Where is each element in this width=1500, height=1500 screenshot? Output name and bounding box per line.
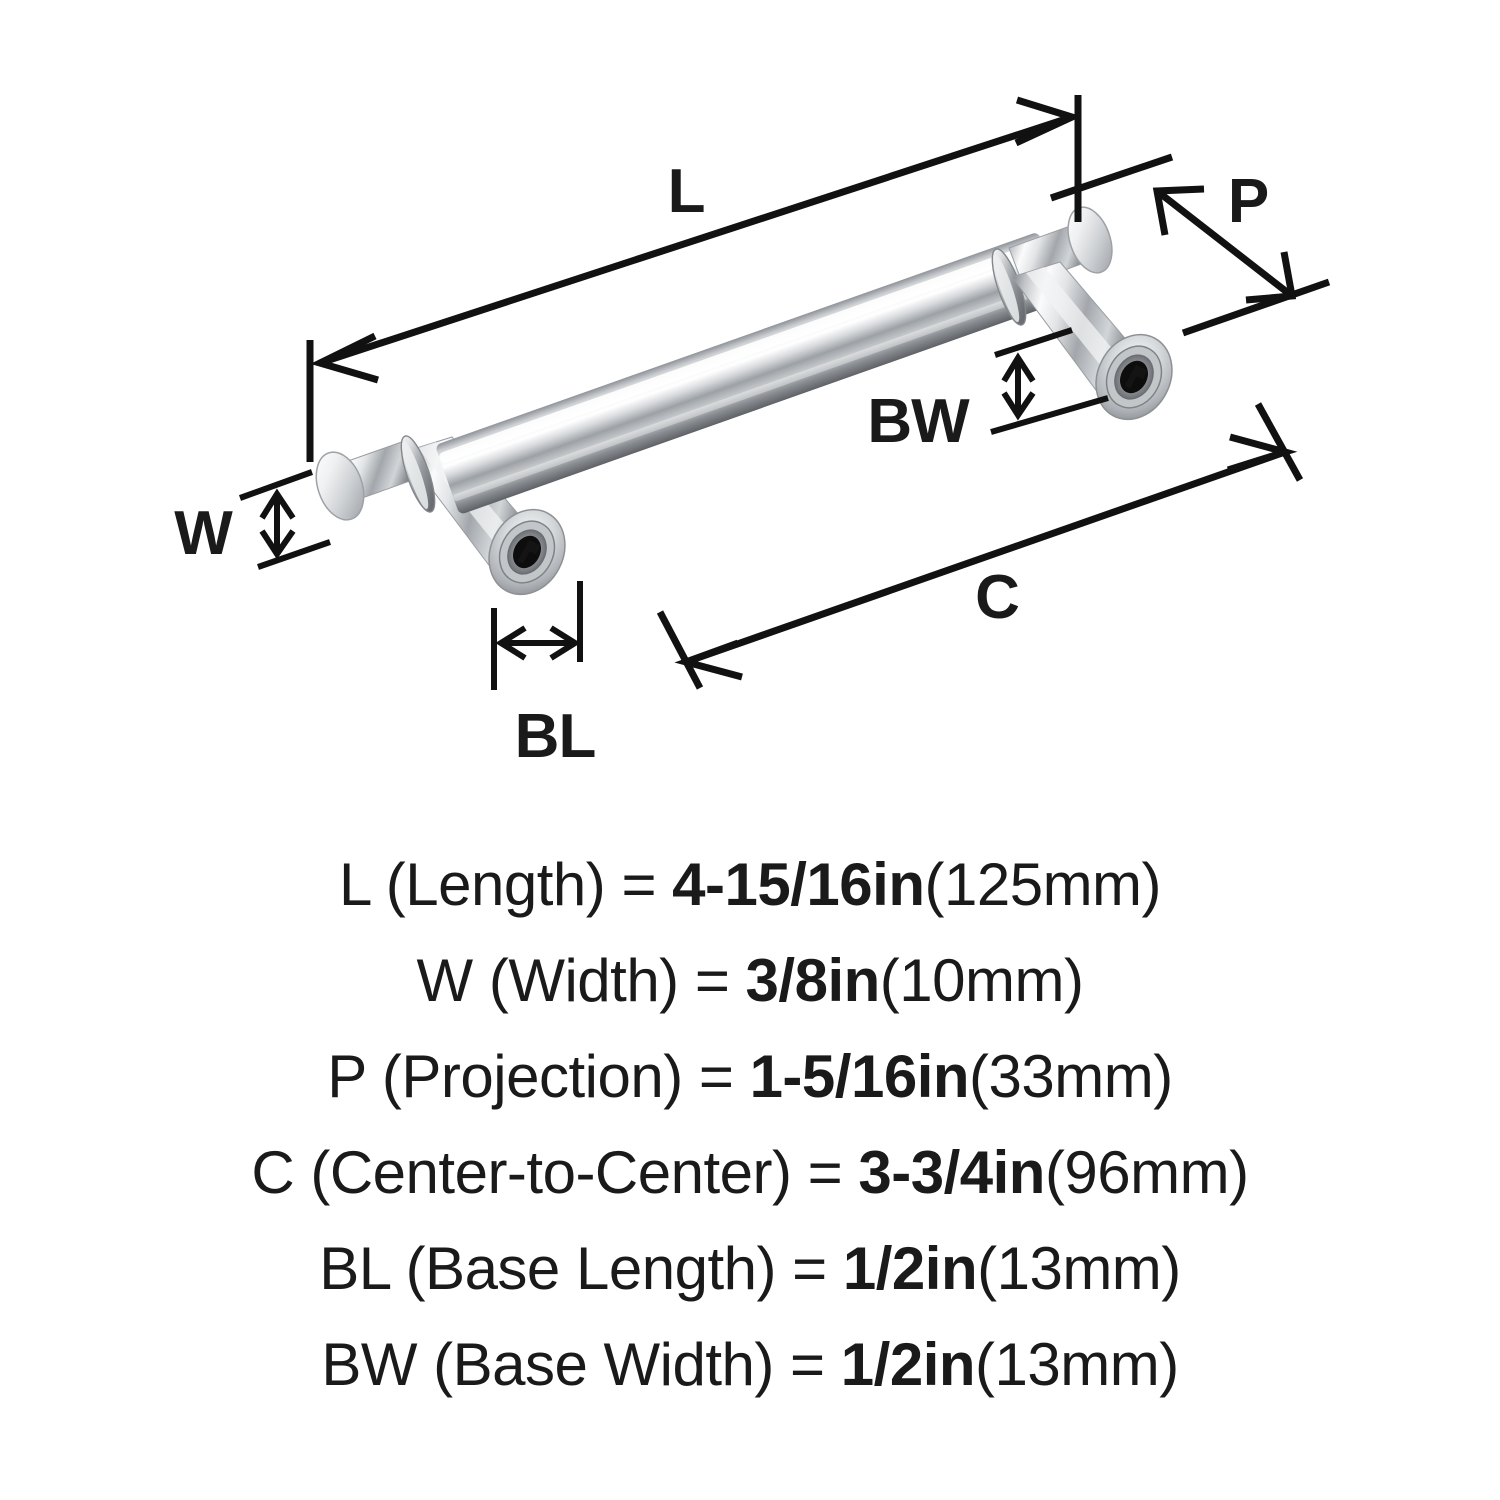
bar-pull-illustration — [315, 206, 1173, 596]
BW-extension-lower — [990, 395, 1109, 435]
right-bar-end — [991, 206, 1113, 326]
W-label: W — [174, 499, 233, 568]
right-base-flange — [1095, 333, 1173, 421]
dimension-W: W — [174, 469, 331, 570]
C-arrowhead-left — [674, 639, 743, 681]
BW-arrowhead-up — [1001, 352, 1036, 383]
spec-metric-base-width: (13mm) — [975, 1331, 1179, 1398]
W-arrowhead-down — [259, 529, 296, 560]
left-end-cap — [315, 451, 365, 521]
spec-metric-width: (10mm) — [879, 947, 1084, 1014]
W-extension-lower — [257, 539, 331, 570]
spec-metric-projection: (33mm) — [969, 1043, 1173, 1110]
spec-value-width: 3/8in — [745, 947, 881, 1014]
C-arrowhead-right — [1226, 433, 1298, 474]
C-extension-right — [1254, 402, 1304, 482]
spec-value-base-length: 1/2in — [842, 1235, 978, 1302]
spec-label-base-length: BL (Base Length) = — [319, 1235, 843, 1302]
L-dimension-line — [318, 113, 1074, 367]
spec-label-length: L (Length) = — [338, 851, 673, 918]
L-label: L — [668, 157, 705, 226]
dimension-P: P — [1049, 153, 1331, 337]
spec-metric-center-to-center: (96mm) — [1044, 1139, 1249, 1206]
spec-row-projection: P (Projection) = 1-5/16in(33mm) — [0, 1047, 1500, 1107]
C-label: C — [975, 563, 1019, 632]
BL-arrowhead-right — [549, 625, 581, 661]
bar-secondary-highlight — [453, 282, 1058, 501]
spec-row-base-width: BW (Base Width) = 1/2in(13mm) — [0, 1335, 1500, 1395]
left-base-flange — [488, 508, 566, 596]
spec-row-center-to-center: C (Center-to-Center) = 3-3/4in(96mm) — [0, 1143, 1500, 1203]
main-bar — [436, 233, 1062, 514]
C-dimension-line — [684, 448, 1287, 666]
left-bar-end — [315, 435, 436, 521]
spec-label-width: W (Width) = — [416, 947, 746, 1014]
BL-arrowhead-left — [495, 625, 527, 661]
P-extension-lower — [1181, 278, 1331, 337]
spec-value-center-to-center: 3-3/4in — [858, 1139, 1045, 1206]
P-dimension-line — [1154, 188, 1295, 299]
W-extension-upper — [238, 469, 314, 501]
dimension-BW: BW — [867, 327, 1109, 456]
L-arrowhead-left — [310, 332, 379, 384]
bar-specular — [439, 241, 1044, 463]
P-label: P — [1228, 167, 1268, 236]
left-collar-ring — [400, 435, 436, 513]
spec-label-projection: P (Projection) = — [327, 1043, 750, 1110]
spec-metric-base-length: (13mm) — [977, 1235, 1181, 1302]
C-extension-left — [656, 610, 704, 690]
spec-value-projection: 1-5/16in — [749, 1043, 970, 1110]
dimension-L: L — [306, 95, 1082, 462]
spec-row-width: W (Width) = 3/8in(10mm) — [0, 951, 1500, 1011]
diagram-canvas: L P — [174, 95, 1331, 771]
spec-label-base-width: BW (Base Width) = — [321, 1331, 841, 1398]
dimension-C: C — [656, 402, 1304, 690]
BW-label: BW — [867, 387, 970, 456]
P-arrowhead-upper — [1152, 185, 1205, 236]
P-extension-upper — [1049, 153, 1174, 202]
right-mounting-post — [1011, 261, 1173, 421]
W-arrowhead-up — [259, 488, 296, 520]
spec-metric-length: (125mm) — [924, 851, 1162, 918]
spec-row-base-length: BL (Base Length) = 1/2in(13mm) — [0, 1239, 1500, 1299]
spec-value-base-width: 1/2in — [840, 1331, 976, 1398]
P-arrowhead-lower — [1245, 251, 1297, 304]
BW-extension-upper — [994, 327, 1073, 358]
spec-label-center-to-center: C (Center-to-Center) = — [251, 1139, 859, 1206]
dimension-BL: BL — [491, 581, 596, 771]
spec-row-length: L (Length) = 4-15/16in(125mm) — [0, 855, 1500, 915]
bar-body — [436, 233, 1062, 514]
L-arrowhead-right — [1014, 96, 1082, 147]
specification-legend: L (Length) = 4-15/16in(125mm) W (Width) … — [0, 855, 1500, 1395]
product-dimension-diagram: L P — [174, 95, 1331, 771]
BL-label: BL — [515, 702, 596, 771]
BW-arrowhead-down — [1001, 391, 1036, 421]
spec-value-length: 4-15/16in — [672, 851, 925, 918]
